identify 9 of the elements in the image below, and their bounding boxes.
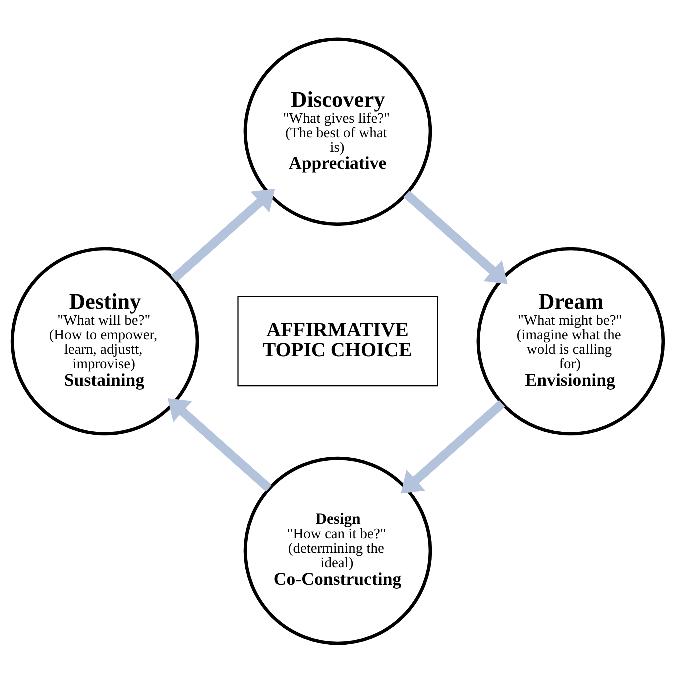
node-circle: Dream "What might be?" (imagine what the wold is calling for) Envisioning	[476, 247, 666, 436]
arrow	[171, 188, 276, 282]
node-circle: Discovery "What gives life?" (The best of what is) Appreciative	[244, 38, 432, 226]
arrow	[404, 190, 508, 284]
node-circle: Design "How can it be?" (determining the ideal) Co-Constructing	[244, 456, 432, 646]
arrow	[401, 400, 506, 494]
node-box: AFFIRMATIVE TOPIC CHOICE	[238, 296, 438, 387]
arrow	[168, 398, 272, 492]
node-circle: Destiny "What will be?" (How to empower, learn, adjustt, improvise) Sustaining	[10, 247, 200, 436]
